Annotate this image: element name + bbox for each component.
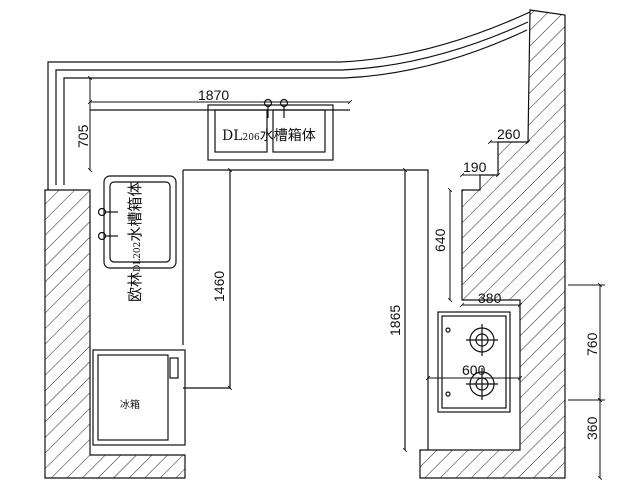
svg-text:欧林DL202水槽箱体: 欧林DL202水槽箱体 (126, 182, 144, 302)
counter-inner-edge (183, 169, 429, 450)
dim-1460: 1460 (211, 271, 227, 302)
dimension-labels: 1870 705 1460 1865 260 190 640 380 600 7… (75, 87, 600, 440)
appliance-labels: DL206水槽箱体 欧林DL202水槽箱体 冰箱 (120, 128, 316, 411)
dim-380: 380 (478, 290, 502, 306)
dim-190: 190 (463, 159, 487, 175)
fridge-label: 冰箱 (120, 398, 140, 411)
dim-705: 705 (75, 124, 91, 148)
dim-640: 640 (432, 228, 448, 252)
left-sink-prefix: 欧林 (126, 272, 144, 302)
stove (437, 311, 511, 413)
left-sink (97, 175, 177, 269)
dim-260: 260 (497, 126, 521, 142)
left-sink-model: DL202 (133, 242, 143, 272)
fridge (92, 349, 186, 446)
dim-760: 760 (584, 332, 600, 356)
left-sink-name: 水槽箱体 (126, 182, 144, 242)
top-sink-model: 206 (243, 133, 260, 143)
svg-text:DL206水槽箱体: DL206水槽箱体 (222, 128, 316, 144)
dim-1865: 1865 (387, 305, 403, 336)
left-wall (44, 189, 186, 479)
top-sink-name: 水槽箱体 (260, 128, 316, 144)
outer-wall-lines (47, 11, 531, 190)
top-sink-prefix: DL (222, 128, 243, 144)
dim-1870: 1870 (198, 87, 229, 103)
top-sink (207, 98, 334, 161)
dim-600: 600 (462, 362, 486, 378)
dimension-lines (87, 75, 605, 481)
walls (44, 9, 566, 479)
right-wall (419, 9, 566, 479)
dim-360: 360 (584, 416, 600, 440)
